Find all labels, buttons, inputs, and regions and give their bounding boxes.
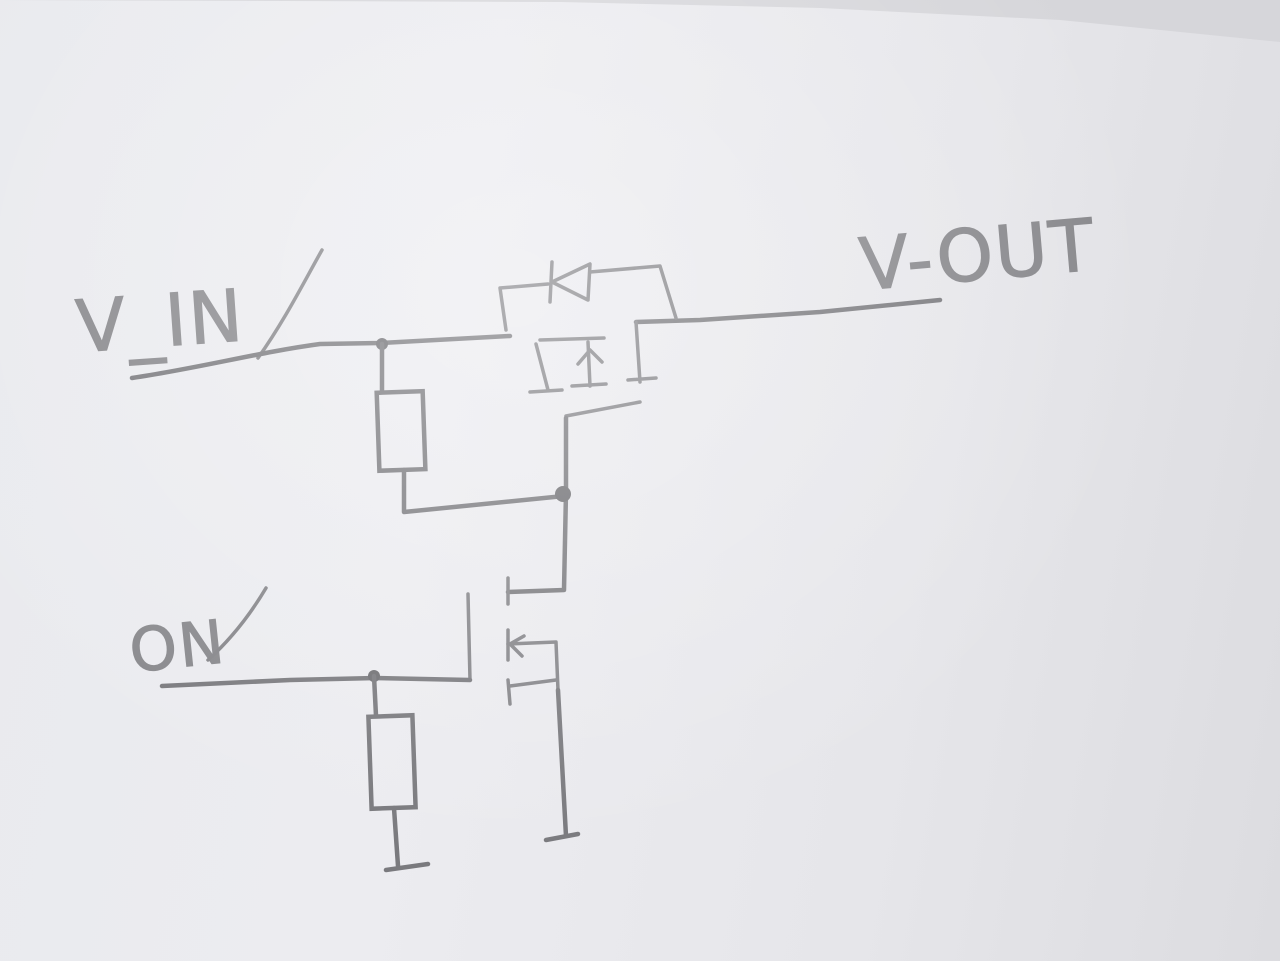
label-v-out: V-OUT (856, 203, 1099, 307)
n-mosfet-symbol (466, 576, 560, 706)
label-v-in: V_IN (73, 273, 247, 369)
source-ground-wire (543, 687, 581, 843)
pullup-resistor (374, 388, 428, 474)
pulldown-wire (371, 673, 431, 873)
pullup-wire (379, 341, 567, 515)
junction-gate (555, 486, 571, 502)
gate-wire (505, 415, 569, 595)
pulldown-resistor (366, 712, 418, 812)
p-mosfet-symbol (528, 320, 658, 394)
body-diode-wire (498, 264, 678, 332)
v-in-flourish (256, 248, 324, 360)
p-mosfet-gate-bar (564, 400, 642, 418)
output-rail-wire (633, 297, 943, 325)
on-flourish (206, 586, 268, 662)
diode-symbol (548, 260, 592, 304)
on-input-wire (159, 675, 473, 689)
label-on: ON (126, 607, 229, 687)
input-rail-wire (129, 333, 513, 381)
